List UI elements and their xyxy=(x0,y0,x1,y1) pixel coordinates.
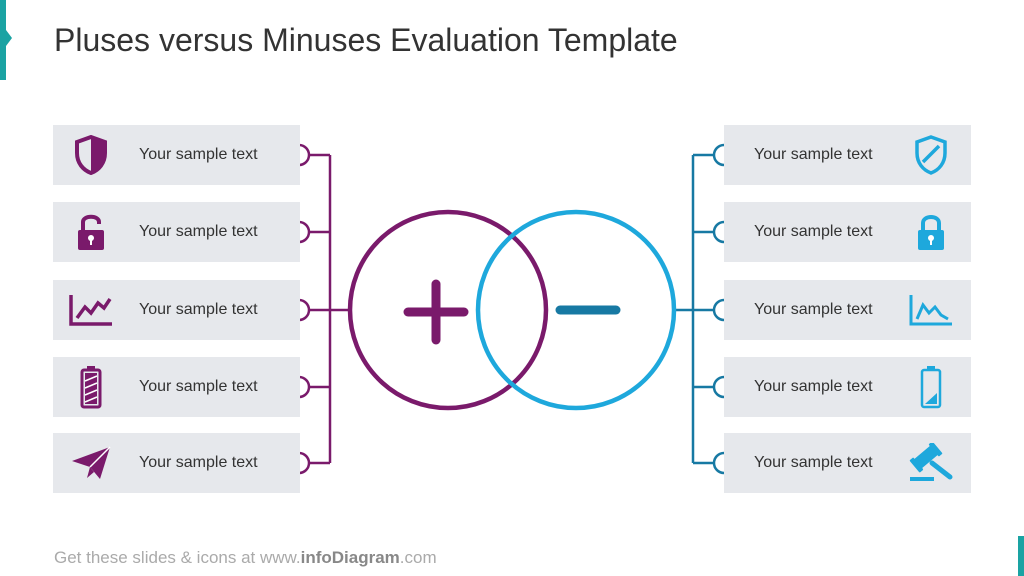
minus-item-label: Your sample text xyxy=(754,454,873,471)
minus-item: Your sample text xyxy=(724,357,971,417)
plus-sign-icon xyxy=(403,279,469,345)
minus-item: Your sample text xyxy=(724,433,971,493)
decline-chart-icon xyxy=(901,280,961,340)
trend-chart-icon xyxy=(61,280,121,340)
plus-circle xyxy=(347,209,549,411)
footer-credit: Get these slides & icons at www.infoDiag… xyxy=(54,548,437,568)
paper-plane-icon xyxy=(61,433,121,493)
plus-item: Your sample text xyxy=(53,433,300,493)
plus-item-label: Your sample text xyxy=(139,223,258,240)
broken-shield-icon xyxy=(901,125,961,185)
plus-item: Your sample text xyxy=(53,357,300,417)
gavel-icon xyxy=(901,433,961,493)
minus-item-label: Your sample text xyxy=(754,378,873,395)
minuses-connector xyxy=(676,153,713,465)
locked-padlock-icon xyxy=(901,202,961,262)
minus-circle xyxy=(475,209,677,411)
plus-item-label: Your sample text xyxy=(139,146,258,163)
minus-item: Your sample text xyxy=(724,125,971,185)
full-battery-icon xyxy=(61,357,121,417)
plus-item-label: Your sample text xyxy=(139,378,258,395)
minus-item-label: Your sample text xyxy=(754,301,873,318)
minus-item-label: Your sample text xyxy=(754,223,873,240)
plus-item: Your sample text xyxy=(53,280,300,340)
right-accent-bar xyxy=(1018,536,1024,576)
left-accent-bar xyxy=(0,0,12,80)
minus-item: Your sample text xyxy=(724,202,971,262)
minus-item-label: Your sample text xyxy=(754,146,873,163)
footer-suffix: .com xyxy=(399,548,437,567)
plus-item-label: Your sample text xyxy=(139,454,258,471)
shield-icon xyxy=(61,125,121,185)
page-title: Pluses versus Minuses Evaluation Templat… xyxy=(54,22,678,58)
low-battery-icon xyxy=(901,357,961,417)
minus-item: Your sample text xyxy=(724,280,971,340)
plus-item-label: Your sample text xyxy=(139,301,258,318)
footer-prefix: Get these slides & icons at www. xyxy=(54,548,301,567)
footer-brand[interactable]: infoDiagram xyxy=(300,548,400,567)
plus-item: Your sample text xyxy=(53,125,300,185)
padlock-icon xyxy=(61,202,121,262)
plus-item: Your sample text xyxy=(53,202,300,262)
pluses-connector xyxy=(310,153,348,465)
